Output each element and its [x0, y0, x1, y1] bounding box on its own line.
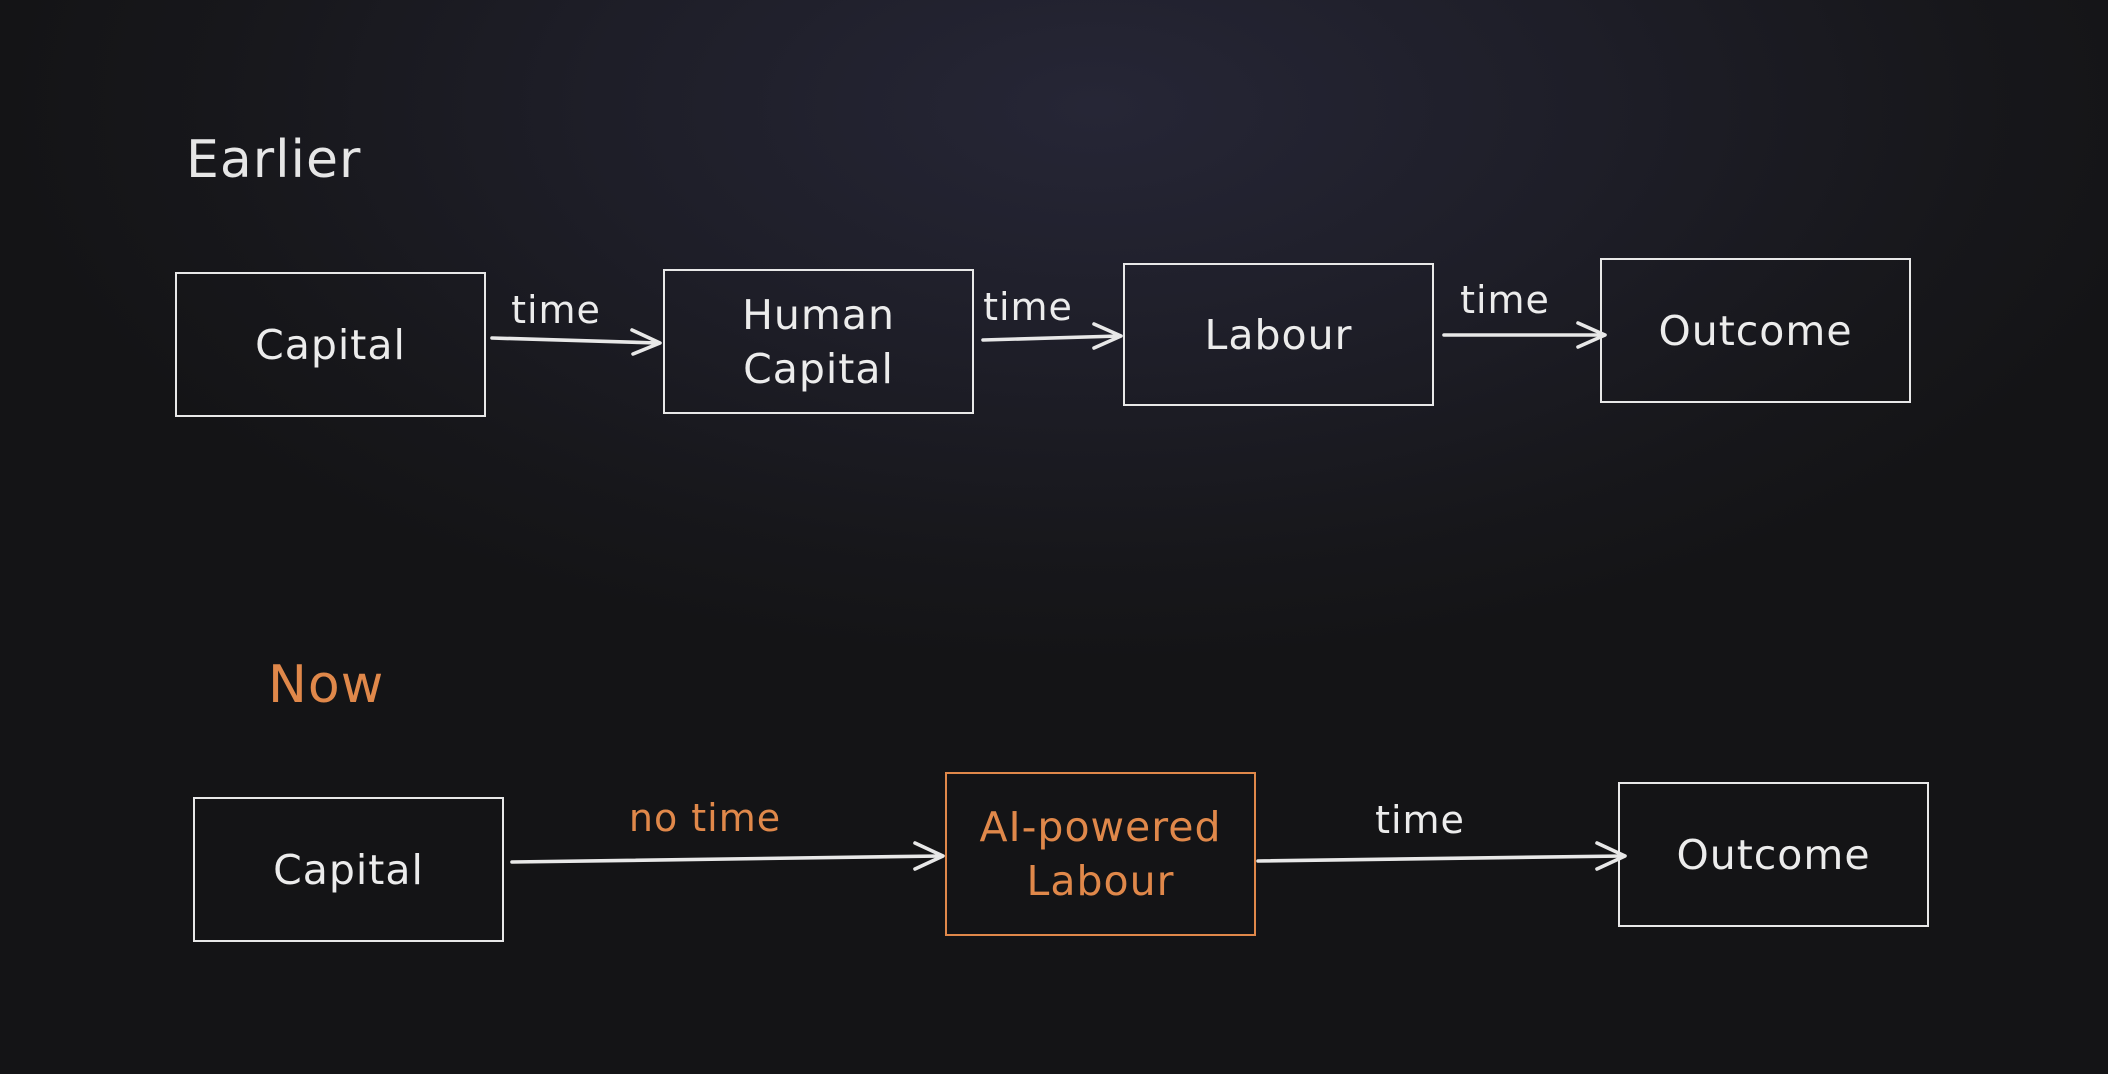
arrowhead-earlier-2: [1092, 322, 1123, 350]
node-label: Capital: [273, 845, 424, 894]
node-label: AI-powered Labour: [979, 803, 1222, 905]
edge-label-now-1: no time: [628, 796, 782, 840]
edge-label-now-2: time: [1375, 798, 1465, 842]
node-earlier-outcome: Outcome: [1600, 258, 1911, 403]
node-now-outcome: Outcome: [1618, 782, 1929, 927]
node-label: Labour: [1204, 310, 1353, 359]
edge-label-earlier-3: time: [1460, 278, 1550, 322]
node-label: Outcome: [1676, 830, 1871, 879]
arrow-now-2: [1256, 854, 1625, 863]
node-earlier-labour: Labour: [1123, 263, 1434, 406]
node-label: Human Capital: [742, 290, 895, 393]
arrow-earlier-1: [490, 336, 660, 345]
edge-label-earlier-2: time: [983, 285, 1073, 329]
section-title-now: Now: [268, 655, 385, 715]
arrowhead-earlier-1: [630, 328, 662, 356]
arrow-earlier-2: [981, 334, 1121, 342]
node-now-capital: Capital: [193, 797, 504, 942]
node-label: Capital: [255, 320, 406, 369]
section-title-earlier: Earlier: [186, 130, 362, 190]
node-earlier-capital: Capital: [175, 272, 486, 417]
node-label: Outcome: [1658, 306, 1853, 355]
arrow-now-1: [510, 854, 943, 864]
arrowhead-earlier-3: [1576, 321, 1607, 349]
node-earlier-human-capital: Human Capital: [663, 269, 974, 414]
node-now-ai-powered-labour: AI-powered Labour: [945, 772, 1256, 936]
arrowhead-now-1: [913, 841, 945, 871]
edge-label-earlier-1: time: [511, 288, 601, 332]
arrowhead-now-2: [1595, 841, 1627, 871]
